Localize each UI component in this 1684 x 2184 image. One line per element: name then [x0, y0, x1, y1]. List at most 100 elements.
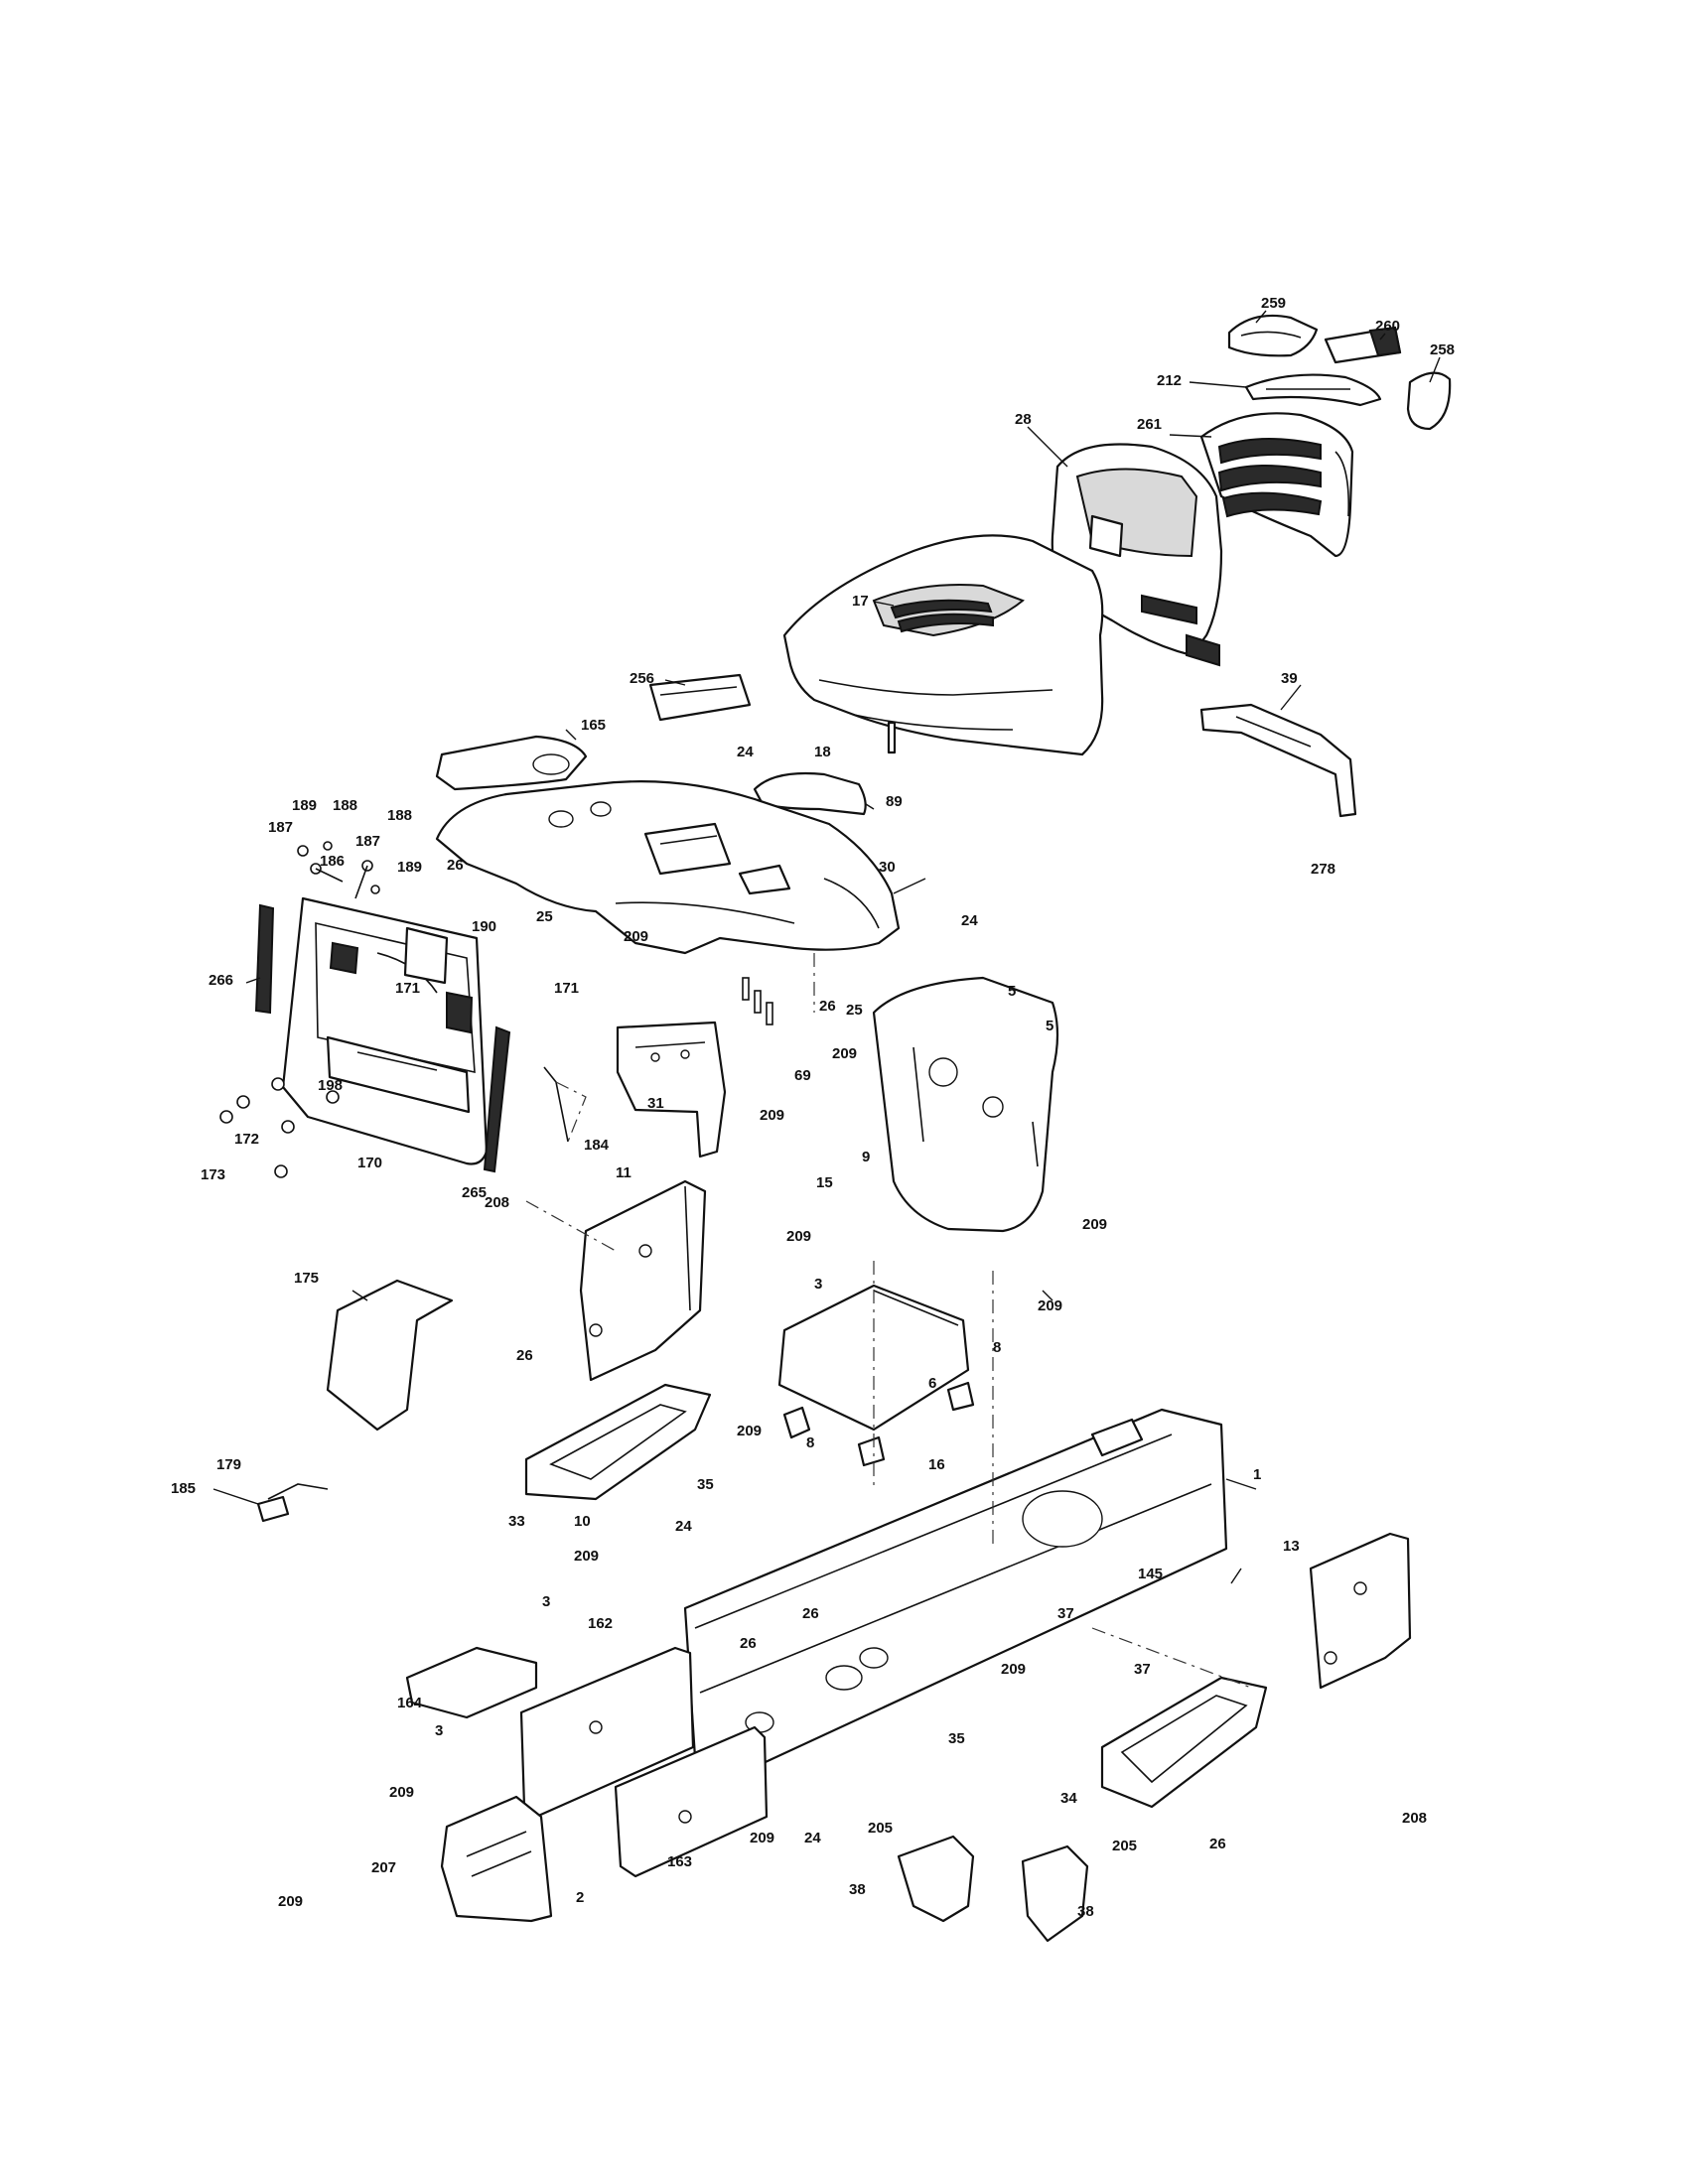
callout-10: 10 — [574, 1513, 591, 1530]
callout-5-b: 5 — [1046, 1018, 1053, 1034]
callout-209-k: 209 — [750, 1830, 774, 1846]
callout-258: 258 — [1430, 341, 1455, 358]
part-170-seat-pan — [281, 896, 489, 1165]
callout-145: 145 — [1138, 1566, 1163, 1582]
callout-171-b: 171 — [554, 980, 579, 997]
callout-190: 190 — [472, 918, 496, 935]
part-2-bracket — [440, 1795, 553, 1923]
part-261-grille — [1199, 412, 1354, 558]
bolts-69 — [742, 977, 773, 1025]
part-184-rod — [543, 1066, 587, 1143]
callout-13: 13 — [1283, 1538, 1300, 1555]
callout-209-g: 209 — [737, 1423, 762, 1439]
callout-189-a: 189 — [292, 797, 317, 814]
callout-38-b: 38 — [1077, 1903, 1094, 1920]
callout-31: 31 — [647, 1095, 664, 1112]
callout-24-c: 24 — [675, 1518, 692, 1535]
callout-209-d: 209 — [1082, 1216, 1107, 1233]
callout-69: 69 — [794, 1067, 811, 1084]
part-34-footrest — [1100, 1676, 1268, 1809]
callout-207: 207 — [371, 1859, 396, 1876]
callout-188-b: 188 — [387, 807, 412, 824]
callout-3-c: 3 — [435, 1722, 443, 1739]
part-38-bracket-right — [1021, 1844, 1089, 1943]
callout-187-a: 187 — [268, 819, 293, 836]
callout-1: 1 — [1253, 1466, 1261, 1483]
callout-175: 175 — [294, 1270, 319, 1287]
callout-25-b: 25 — [846, 1002, 863, 1019]
callout-164: 164 — [397, 1695, 423, 1711]
callout-205-b: 205 — [1112, 1838, 1137, 1854]
callout-209-l: 209 — [278, 1893, 303, 1910]
part-89-panel — [753, 771, 867, 816]
part-11-panel — [579, 1179, 707, 1382]
part-31-bracket — [616, 1021, 727, 1159]
part-163-panel — [614, 1725, 769, 1878]
callout-24-d: 24 — [804, 1830, 821, 1846]
part-38-bracket-left — [897, 1835, 975, 1923]
part-165-cup-panel — [435, 735, 588, 791]
callout-3-b: 3 — [542, 1593, 550, 1610]
part-258-cap — [1406, 371, 1452, 431]
callout-24-mid: 24 — [961, 912, 978, 929]
part-9-plate — [872, 976, 1059, 1233]
callout-170: 170 — [357, 1155, 382, 1171]
callout-260: 260 — [1375, 318, 1400, 335]
part-265-rail — [483, 1025, 511, 1173]
callout-171-a: 171 — [395, 980, 420, 997]
part-1-frame — [683, 1408, 1228, 1769]
callout-35-b: 35 — [948, 1730, 965, 1747]
washers — [219, 1077, 340, 1178]
callout-26-e: 26 — [740, 1635, 757, 1652]
callout-188-a: 188 — [333, 797, 357, 814]
callout-16: 16 — [928, 1456, 945, 1473]
callout-labels: 259 260 258 212 28 261 17 256 165 24 18 … — [171, 295, 1455, 1920]
callout-30: 30 — [879, 859, 896, 876]
callout-212: 212 — [1157, 372, 1182, 389]
callout-26-b: 26 — [819, 998, 836, 1015]
seat-hardware — [297, 841, 380, 899]
callout-259: 259 — [1261, 295, 1286, 312]
callout-209-f: 209 — [1038, 1297, 1062, 1314]
callout-38-a: 38 — [849, 1881, 866, 1898]
callout-278: 278 — [1311, 861, 1335, 878]
callout-185: 185 — [171, 1480, 196, 1497]
callout-209-h: 209 — [574, 1548, 599, 1565]
callout-208-b: 208 — [1402, 1810, 1427, 1827]
callout-209-b: 209 — [760, 1107, 784, 1124]
callout-18: 18 — [814, 744, 831, 760]
callout-89: 89 — [886, 793, 903, 810]
callout-261: 261 — [1137, 416, 1162, 433]
part-259-lens — [1227, 314, 1319, 357]
leader-lines — [212, 310, 1441, 1584]
callout-209-c: 209 — [832, 1045, 857, 1062]
callout-8-a: 8 — [993, 1339, 1001, 1356]
part-266-rail — [254, 903, 275, 1015]
callout-24-top: 24 — [737, 744, 754, 760]
callout-6: 6 — [928, 1375, 936, 1392]
callout-26-f: 26 — [1209, 1836, 1226, 1852]
callout-165: 165 — [581, 717, 606, 734]
part-17-hood — [782, 534, 1104, 756]
callout-208-a: 208 — [485, 1194, 509, 1211]
callout-11: 11 — [616, 1164, 632, 1181]
callout-184: 184 — [584, 1137, 610, 1154]
part-260-strip — [1324, 326, 1402, 364]
callout-26-a: 26 — [447, 857, 464, 874]
callout-8-b: 8 — [806, 1434, 814, 1451]
callout-266: 266 — [209, 972, 233, 989]
callout-37-a: 37 — [1057, 1605, 1074, 1622]
part-39-bracket — [1199, 703, 1357, 818]
callout-172: 172 — [234, 1131, 259, 1148]
callout-209-i: 209 — [1001, 1661, 1026, 1678]
callout-209-e: 209 — [786, 1228, 811, 1245]
part-190-bracket — [403, 926, 449, 985]
part-18-pin — [887, 721, 897, 754]
callout-256: 256 — [630, 670, 654, 687]
callout-209-j: 209 — [389, 1784, 414, 1801]
callout-26-d: 26 — [802, 1605, 819, 1622]
callout-34: 34 — [1060, 1790, 1077, 1807]
callout-15: 15 — [816, 1174, 833, 1191]
part-33-footrest — [524, 1383, 712, 1501]
